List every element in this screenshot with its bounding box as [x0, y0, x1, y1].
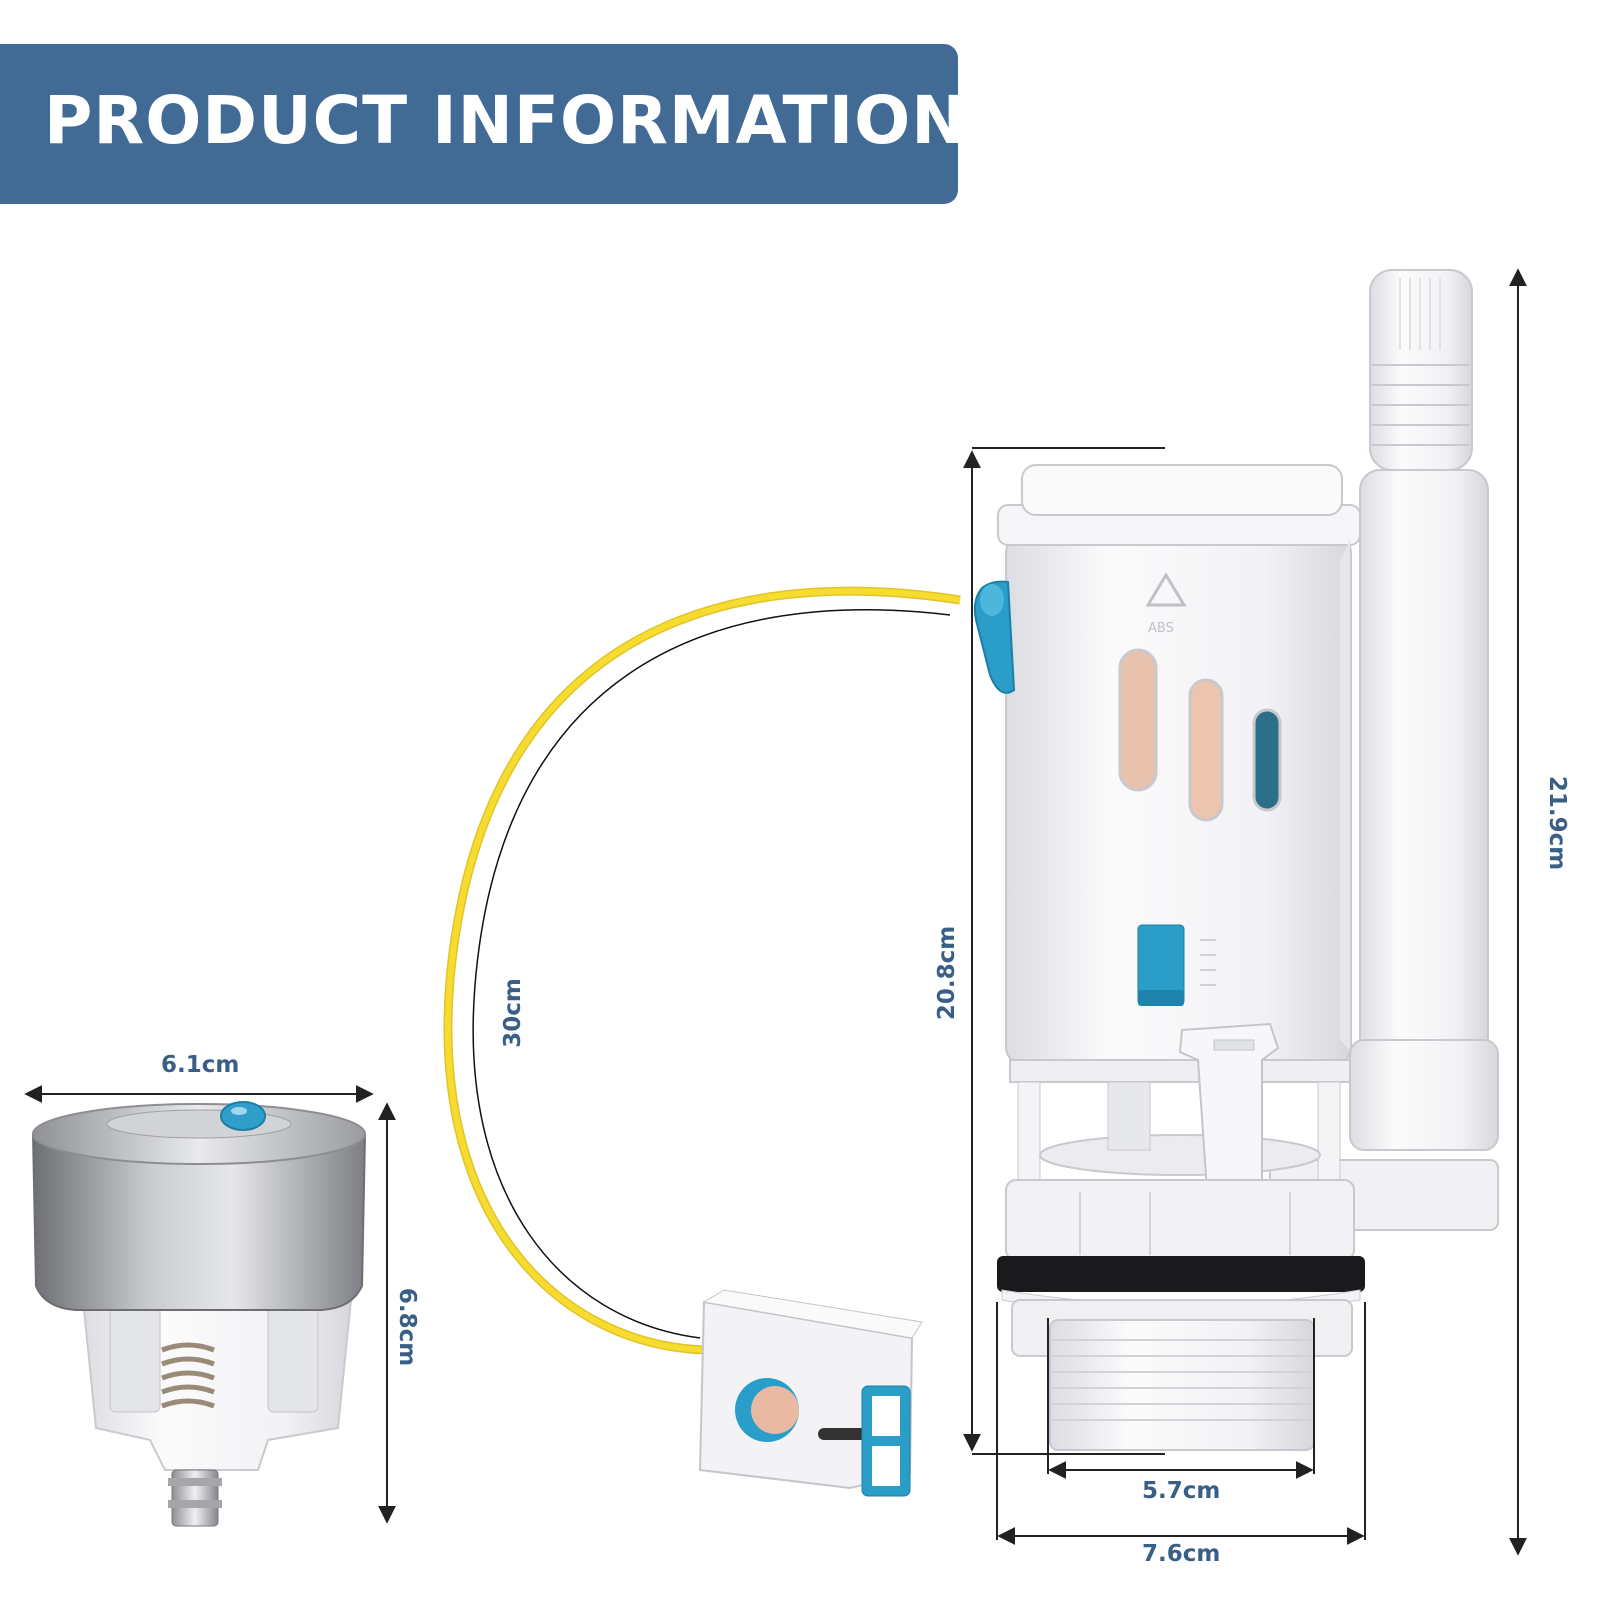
base-diameter-label: 7.6cm — [1142, 1541, 1221, 1567]
button-width-label: 6.1cm — [161, 1052, 240, 1078]
valve-height-label: 20.8cm — [934, 925, 961, 1021]
push-button — [31, 1101, 367, 1527]
overall-height-label: 21.9cm — [1544, 775, 1571, 871]
recycle-abs-icon — [1145, 572, 1187, 607]
cable-length-label: 30cm — [499, 978, 526, 1048]
button-height-label: 6.8cm — [394, 1287, 421, 1367]
flush-valve: ABS — [973, 269, 1499, 1451]
spring — [161, 1342, 215, 1409]
cable-connector — [698, 1289, 923, 1497]
thread-diameter-label: 5.7cm — [1142, 1478, 1221, 1504]
pneumatic-cable — [443, 586, 961, 1355]
page-title: PRODUCT INFORMATION — [44, 82, 968, 159]
material-mark: ABS — [1148, 621, 1174, 636]
header-banner — [0, 44, 958, 204]
